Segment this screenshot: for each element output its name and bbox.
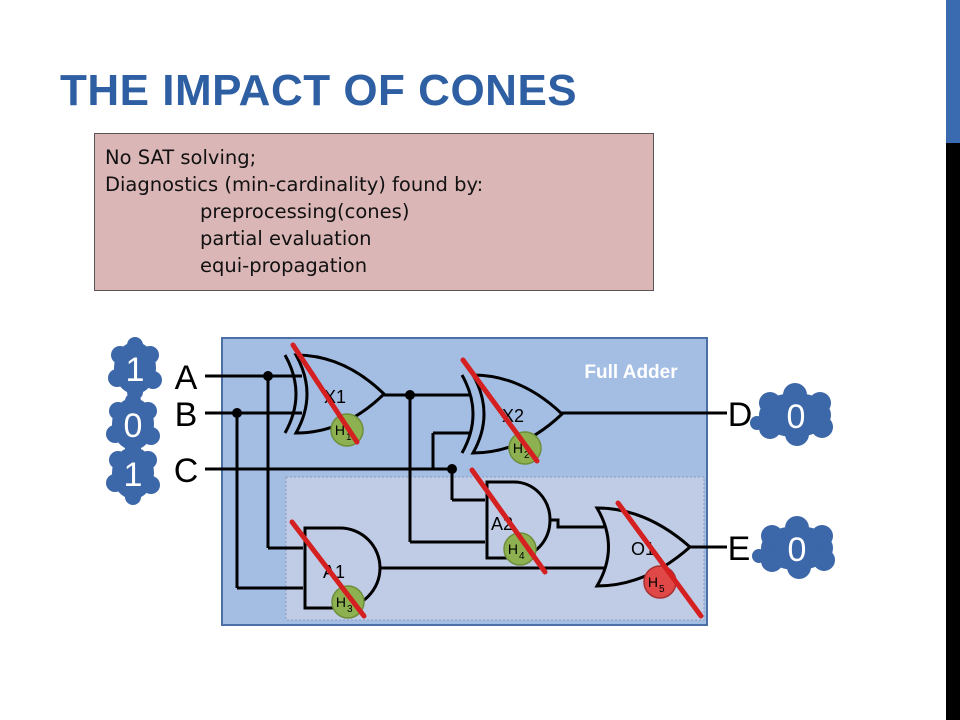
wires: [205, 374, 727, 590]
svg-text:H: H: [513, 440, 523, 456]
strike-a1: [289, 519, 367, 619]
svg-text:1: 1: [346, 432, 352, 443]
strike-a2: [469, 467, 548, 575]
svg-text:H: H: [336, 594, 346, 610]
svg-text:5: 5: [659, 584, 665, 595]
value-cloud-e: 0: [752, 516, 835, 579]
health-indicator-h5: H 5: [643, 565, 677, 599]
svg-text:4: 4: [519, 551, 525, 562]
health-indicator-h3: H 3: [331, 585, 365, 619]
slide-title: THE IMPACT OF CONES: [60, 66, 578, 115]
notes-line: Diagnostics (min-cardinality) found by:: [105, 173, 484, 196]
input-value-b: 0: [124, 407, 143, 445]
svg-text:3: 3: [347, 604, 353, 615]
strike-o1: [615, 500, 704, 619]
strike-x1: [290, 342, 360, 445]
notes-line: equi-propagation: [200, 254, 368, 277]
wire-junctions: [232, 371, 457, 474]
value-cloud-d: 0: [750, 383, 833, 446]
input-label-a: A: [175, 359, 198, 397]
input-label-c: C: [174, 452, 199, 490]
notes-line: No SAT solving;: [105, 146, 257, 169]
notes-line: preprocessing(cones): [200, 200, 410, 223]
adder-title: Full Adder: [584, 362, 678, 383]
strike-marks: [289, 342, 704, 619]
side-accent-bar-top: [946, 0, 960, 143]
value-cloud-a: 1: [108, 337, 162, 400]
svg-text:H: H: [648, 574, 658, 590]
notes-box: No SAT solving; Diagnostics (min-cardina…: [94, 133, 654, 291]
notes-line: partial evaluation: [200, 227, 372, 250]
side-bar: [946, 0, 960, 720]
output-label-d: D: [728, 396, 753, 434]
value-cloud-c: 1: [106, 442, 160, 505]
svg-text:2: 2: [524, 450, 530, 461]
output-value-e: 0: [788, 531, 807, 569]
svg-text:H: H: [335, 422, 345, 438]
input-value-a: 1: [126, 351, 145, 389]
value-cloud-b: 0: [106, 393, 160, 456]
strike-x2: [460, 357, 540, 464]
output-label-e: E: [728, 530, 751, 568]
svg-text:H: H: [508, 541, 518, 557]
input-value-c: 1: [124, 456, 143, 494]
output-value-d: 0: [787, 398, 806, 436]
input-label-b: B: [175, 396, 198, 434]
